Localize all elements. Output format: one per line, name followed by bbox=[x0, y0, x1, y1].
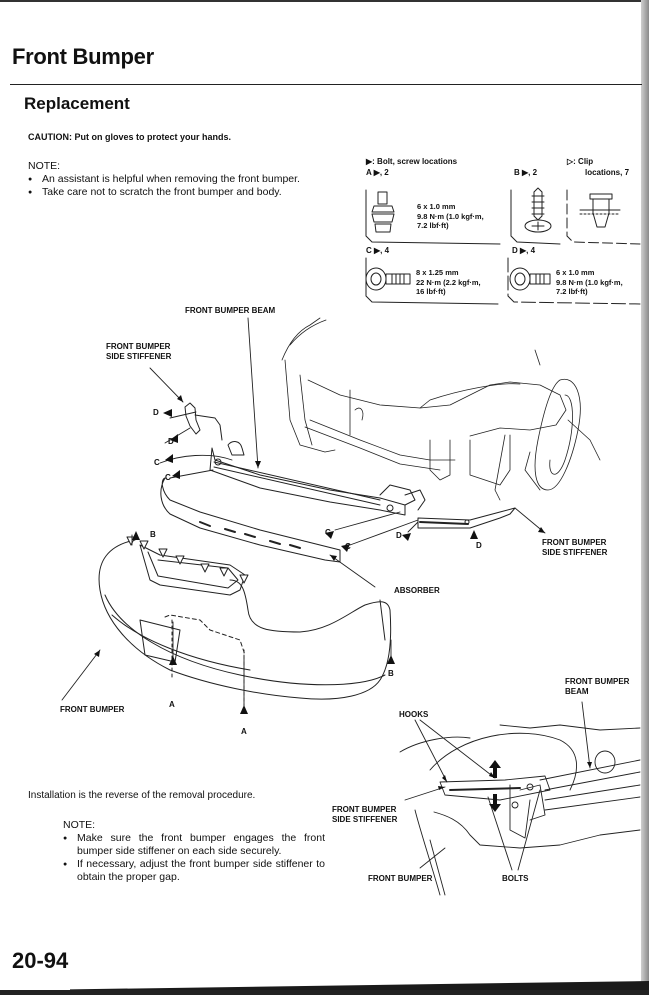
point-c-label: C bbox=[154, 458, 160, 467]
label-line: FRONT BUMPER bbox=[542, 538, 607, 547]
caution-text: CAUTION: Put on gloves to protect your h… bbox=[28, 132, 232, 142]
label-absorber: ABSORBER bbox=[394, 586, 440, 595]
page-edge-shadow bbox=[641, 0, 649, 995]
note-item: Make sure the front bumper engages the f… bbox=[63, 832, 325, 858]
fastener-a-label: A ▶, 2 bbox=[366, 168, 389, 177]
fastener-c-spec: 8 x 1.25 mm 22 N·m (2.2 kgf·m, 16 lbf·ft… bbox=[416, 268, 481, 297]
label-line: FRONT BUMPER bbox=[565, 677, 630, 686]
detail-label-hooks: HOOKS bbox=[399, 710, 429, 719]
fastener-d-size: 6 x 1.0 mm bbox=[556, 268, 595, 277]
fastener-d-spec: 6 x 1.0 mm 9.8 N·m (1.0 kgf·m, 7.2 lbf·f… bbox=[556, 268, 623, 297]
point-b-label: B bbox=[150, 530, 156, 539]
label-line: FRONT BUMPER bbox=[332, 805, 397, 814]
page-top-border bbox=[0, 0, 649, 2]
fastener-a-spec: 6 x 1.0 mm 9.8 N·m (1.0 kgf·m, 7.2 lbf·f… bbox=[417, 202, 484, 231]
page-bottom-edge bbox=[0, 990, 649, 995]
detail-leader-lines bbox=[404, 701, 591, 871]
leader-lines bbox=[61, 317, 546, 713]
fastener-d-torque: 9.8 N·m (1.0 kgf·m, bbox=[556, 277, 623, 287]
installation-notes: NOTE: Make sure the front bumper engages… bbox=[63, 819, 325, 884]
point-a-label: A bbox=[241, 727, 247, 736]
fastener-b-label: B ▶, 2 bbox=[514, 168, 538, 177]
clip-legend-count: locations, 7 bbox=[585, 168, 630, 177]
point-c-label: C bbox=[165, 473, 171, 482]
label-line: SIDE STIFFENER bbox=[542, 548, 608, 557]
left-stiffener-drawing bbox=[184, 402, 223, 441]
note-item: Take care not to scratch the front bumpe… bbox=[28, 186, 348, 199]
detail-label-bumper: FRONT BUMPER bbox=[368, 874, 433, 883]
detail-label-beam: FRONT BUMPER BEAM bbox=[565, 677, 629, 697]
fastener-c-torque-imperial: 16 lbf·ft) bbox=[416, 287, 446, 296]
label-line: BEAM bbox=[565, 687, 589, 696]
label-front-bumper-beam: FRONT BUMPER BEAM bbox=[185, 306, 276, 315]
note-heading: NOTE: bbox=[28, 160, 61, 172]
label-line: FRONT BUMPER bbox=[106, 342, 171, 351]
removal-notes: NOTE: An assistant is helpful when remov… bbox=[28, 160, 348, 199]
fastener-a-torque: 9.8 N·m (1.0 kgf·m, bbox=[417, 211, 484, 221]
bolt-c-icon bbox=[365, 267, 411, 291]
fastener-a-torque-imperial: 7.2 lbf·ft) bbox=[417, 221, 449, 230]
clip-legend: ▷: Clip bbox=[567, 157, 594, 166]
fastener-a-size: 6 x 1.0 mm bbox=[417, 202, 456, 211]
section-title: Replacement bbox=[24, 94, 130, 113]
point-d-label: D bbox=[476, 541, 482, 550]
label-front-bumper: FRONT BUMPER bbox=[60, 705, 125, 714]
note-item: If necessary, adjust the front bumper si… bbox=[63, 858, 325, 884]
clip-icon bbox=[579, 193, 621, 228]
fastener-c-torque: 22 N·m (2.2 kgf·m, bbox=[416, 277, 481, 287]
front-bumper-drawing bbox=[98, 539, 392, 706]
fastener-c-label: C ▶, 4 bbox=[366, 246, 390, 255]
detail-label-bolts: BOLTS bbox=[502, 874, 529, 883]
right-stiffener-drawing bbox=[417, 507, 516, 529]
clip-location-markers bbox=[126, 536, 249, 584]
title-divider bbox=[10, 84, 642, 85]
page-title: Front Bumper bbox=[12, 44, 154, 69]
bumper-beam-drawing bbox=[209, 441, 426, 516]
point-c-label: C bbox=[325, 528, 331, 537]
fastener-c-size: 8 x 1.25 mm bbox=[416, 268, 459, 277]
note-heading: NOTE: bbox=[63, 819, 96, 831]
note-item: An assistant is helpful when removing th… bbox=[28, 173, 348, 186]
point-b-label: B bbox=[388, 669, 394, 678]
fastener-arrowheads bbox=[94, 395, 545, 714]
point-d-label: D bbox=[396, 531, 402, 540]
label-line: SIDE STIFFENER bbox=[106, 352, 172, 361]
car-body-drawing bbox=[281, 317, 601, 501]
label-right-stiffener: FRONT BUMPER SIDE STIFFENER bbox=[542, 538, 607, 558]
bolt-legend: ▶: Bolt, screw locations bbox=[366, 157, 458, 166]
fastener-d-torque-imperial: 7.2 lbf·ft) bbox=[556, 287, 588, 296]
detail-label-stiffener: FRONT BUMPER SIDE STIFFENER bbox=[332, 805, 397, 825]
label-line: SIDE STIFFENER bbox=[332, 815, 398, 824]
installation-text: Installation is the reverse of the remov… bbox=[28, 790, 256, 801]
page-number: 20-94 bbox=[12, 948, 69, 973]
point-d-label: D bbox=[153, 408, 159, 417]
absorber-drawing bbox=[160, 477, 341, 563]
label-left-stiffener: FRONT BUMPER SIDE STIFFENER bbox=[106, 342, 171, 362]
bolt-d-icon bbox=[509, 267, 551, 291]
detail-arrows bbox=[438, 760, 592, 812]
screw-b-icon bbox=[524, 187, 552, 233]
point-c-label: C bbox=[345, 542, 351, 551]
fastener-d-label: D ▶, 4 bbox=[512, 246, 536, 255]
bolt-a-icon bbox=[371, 191, 395, 233]
hook-detail-drawing bbox=[399, 724, 641, 896]
point-a-label: A bbox=[169, 700, 175, 709]
point-d-label: D bbox=[168, 437, 174, 446]
